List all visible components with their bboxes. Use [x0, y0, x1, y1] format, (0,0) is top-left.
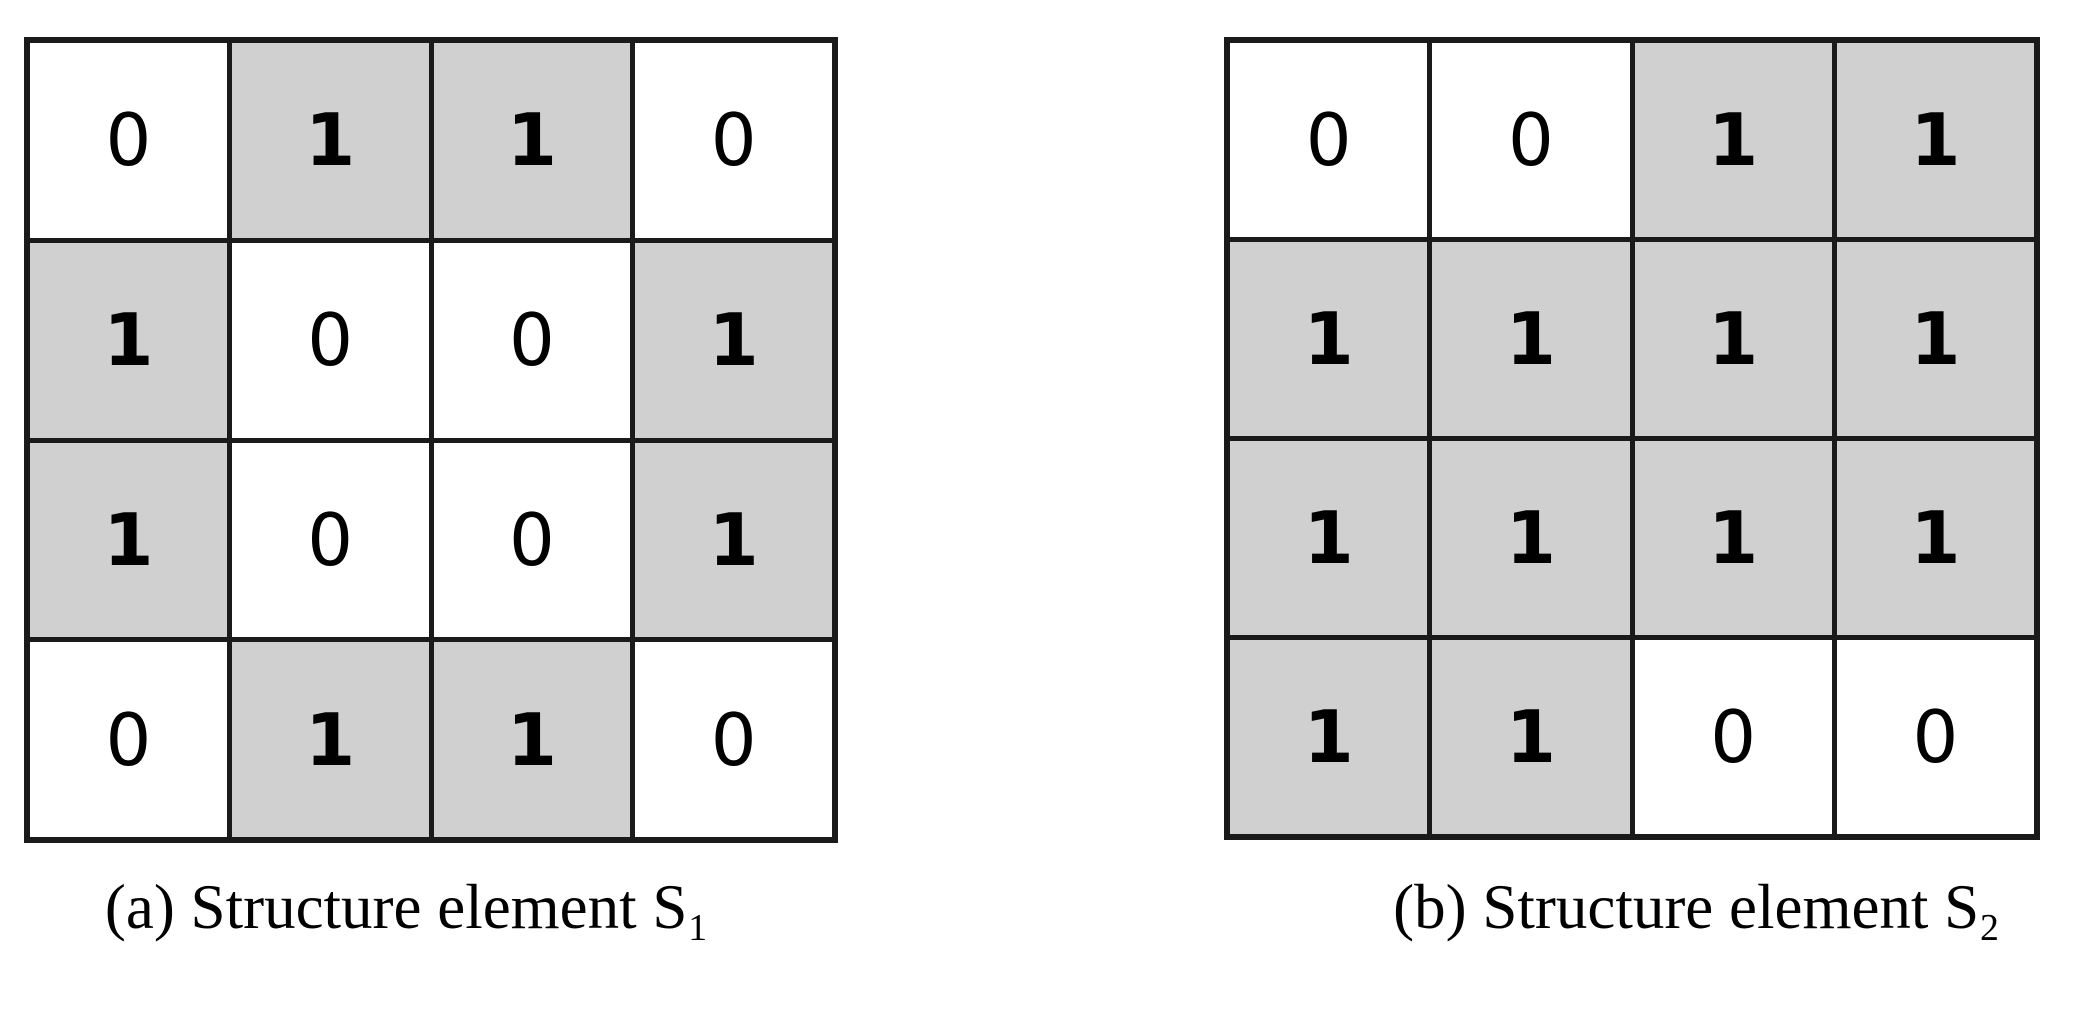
matrix-cell: 1	[1836, 43, 2034, 237]
matrix-cell: 1	[231, 642, 429, 837]
caption-symbol: S	[1944, 872, 1980, 942]
caption-subscript: 1	[688, 907, 708, 950]
matrix-cell: 0	[1634, 640, 1832, 834]
matrix-cell: 1	[1432, 640, 1630, 834]
matrix-cell: 0	[231, 442, 429, 638]
matrix-cell: 0	[30, 43, 227, 238]
matrix-cell: 1	[30, 442, 227, 638]
panel-caption-s1: (a) Structure element S1	[0, 872, 856, 950]
matrix-cell: 1	[1634, 242, 1832, 436]
matrix-cell: 0	[635, 642, 832, 837]
panel-caption-s2: (b) Structure element S2	[1246, 872, 2076, 950]
matrix-cell: 1	[1230, 441, 1428, 635]
matrix-cell: 1	[30, 242, 227, 438]
matrix-cell: 0	[635, 43, 832, 238]
matrix-cell: 1	[635, 242, 832, 438]
matrix-cell: 0	[433, 242, 631, 438]
matrix-cell: 1	[1230, 242, 1428, 436]
matrix-cell: 1	[1836, 441, 2034, 635]
matrix-cell: 1	[433, 43, 631, 238]
matrix-cell: 1	[433, 642, 631, 837]
caption-prefix-text: (b) Structure element	[1393, 872, 1945, 942]
matrix-cell: 1	[1432, 441, 1630, 635]
matrix-cell: 1	[1634, 43, 1832, 237]
caption-prefix-text: (a) Structure element	[104, 872, 653, 942]
matrix-cell: 0	[30, 642, 227, 837]
matrix-cell: 0	[1230, 43, 1428, 237]
matrix-cell: 0	[433, 442, 631, 638]
matrix-cell: 1	[635, 442, 832, 638]
matrix-cell: 1	[1836, 242, 2034, 436]
matrix-cell: 1	[1634, 441, 1832, 635]
matrix-cell: 0	[231, 242, 429, 438]
matrix-cell: 0	[1432, 43, 1630, 237]
caption-subscript: 2	[1979, 907, 1999, 950]
matrix-cell: 1	[231, 43, 429, 238]
caption-symbol: S	[652, 872, 688, 942]
matrix-cell: 0	[1836, 640, 2034, 834]
matrix-cell: 1	[1432, 242, 1630, 436]
matrix-cell: 1	[1230, 640, 1428, 834]
